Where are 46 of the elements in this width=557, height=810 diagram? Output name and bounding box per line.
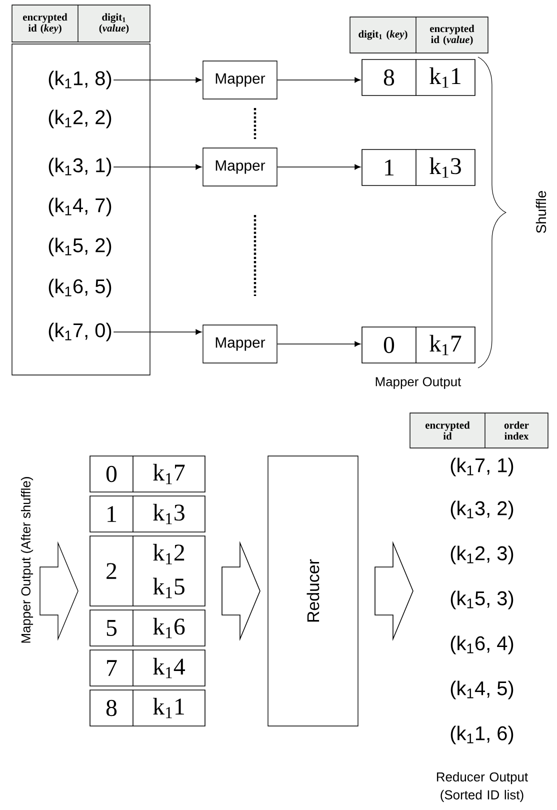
mapper-box: Mapper	[202, 324, 278, 364]
key-value-pair: (k$_{1}$4, 5)	[450, 680, 514, 700]
caption: Mapper Output	[376, 377, 462, 389]
key-value-pair: (k$_{1}$1, 8)	[48, 70, 112, 90]
label: encrypted id	[425, 421, 470, 440]
list-box	[12, 44, 150, 376]
key-value-pair: (k$_{1}$1, 6)	[450, 726, 514, 744]
mapper-box: Mapper	[202, 60, 278, 100]
key-value-pair: (k$_{1}$3, 2)	[450, 500, 514, 520]
key-value-pair: (k$_{1}$7, 0)	[48, 322, 112, 342]
arrow	[276, 164, 361, 170]
table-header: encrypted id order index	[410, 412, 548, 448]
table-row: 1 k$_{1}$3	[90, 496, 206, 532]
key-value-pair: (k$_{1}$2, 2)	[48, 110, 112, 128]
block-arrow	[374, 541, 414, 641]
caption: Shuffle	[536, 191, 546, 233]
key-value-pair: (k$_{1}$7, 1)	[450, 458, 514, 476]
key-value-pair: (k$_{1}$4, 7)	[48, 198, 112, 216]
label: digit$_{1}$ (value)	[99, 13, 129, 34]
key-value-pair: (k$_{1}$5, 3)	[450, 590, 514, 610]
arrow	[113, 329, 202, 335]
table-row: 0 k$_{1}$7	[90, 456, 206, 492]
key-value-pair: (k$_{1}$5, 2)	[48, 238, 112, 256]
table-header: digit$_{1}$ (key) encrypted id (value)	[350, 16, 488, 54]
table-row: 5 k$_{1}$6	[90, 610, 206, 646]
label: encrypted id (key)	[22, 13, 68, 34]
arrow	[276, 341, 361, 347]
table-row: 7 k$_{1}$4	[90, 650, 206, 686]
caption: Mapper Output (After shuffle)	[20, 477, 34, 643]
reducer-box: Reducer	[268, 456, 358, 726]
arrow	[113, 164, 202, 170]
arrow	[113, 77, 202, 83]
mapper-box: Mapper	[202, 148, 278, 186]
table-row: 8 k$_{1}$1	[362, 59, 476, 96]
table-header: encrypted id (key) digit$_{1}$ (value)	[12, 4, 150, 42]
key-value-pair: (k$_{1}$6, 5)	[48, 278, 112, 298]
caption: Reducer Output (Sorted ID list)	[436, 772, 528, 802]
key-value-pair: (k$_{1}$2, 3)	[450, 546, 514, 564]
block-arrow	[222, 541, 260, 641]
table-row: 0 k$_{1}$7	[362, 326, 476, 364]
key-value-pair: (k$_{1}$3, 1)	[48, 158, 112, 176]
table-row: 1 k$_{1}$3	[362, 149, 476, 186]
table-row: 8 k$_{1}$1	[90, 690, 206, 726]
label: order index	[504, 421, 529, 440]
arrow	[276, 77, 361, 83]
key-value-pair: (k$_{1}$6, 4)	[450, 636, 514, 654]
